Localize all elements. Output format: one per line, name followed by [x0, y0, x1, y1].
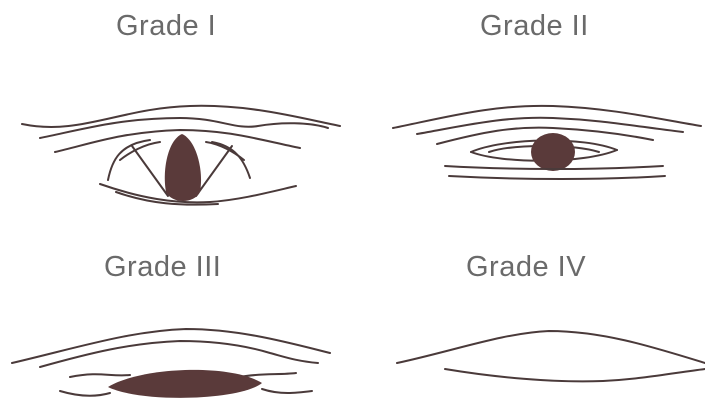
grade-2-larynx-drawing [353, 100, 705, 207]
grade-4-label: Grade IV [466, 251, 586, 284]
grade-4-larynx-drawing [353, 307, 705, 414]
glottis-opening-shape [165, 134, 201, 201]
grade-3-label: Grade III [104, 251, 221, 284]
grade-3-panel: Grade III [0, 207, 352, 414]
grade-1-larynx-drawing [0, 100, 352, 207]
grade-1-panel: Grade I [0, 0, 352, 207]
grade-2-label: Grade II [480, 10, 589, 43]
epiglottis-shape [108, 370, 262, 398]
grade-3-larynx-drawing [0, 307, 352, 414]
glottis-opening-shape [531, 133, 575, 171]
grade-4-panel: Grade IV [353, 207, 705, 414]
grade-2-panel: Grade II [353, 0, 705, 207]
grade-1-label: Grade I [116, 10, 216, 43]
